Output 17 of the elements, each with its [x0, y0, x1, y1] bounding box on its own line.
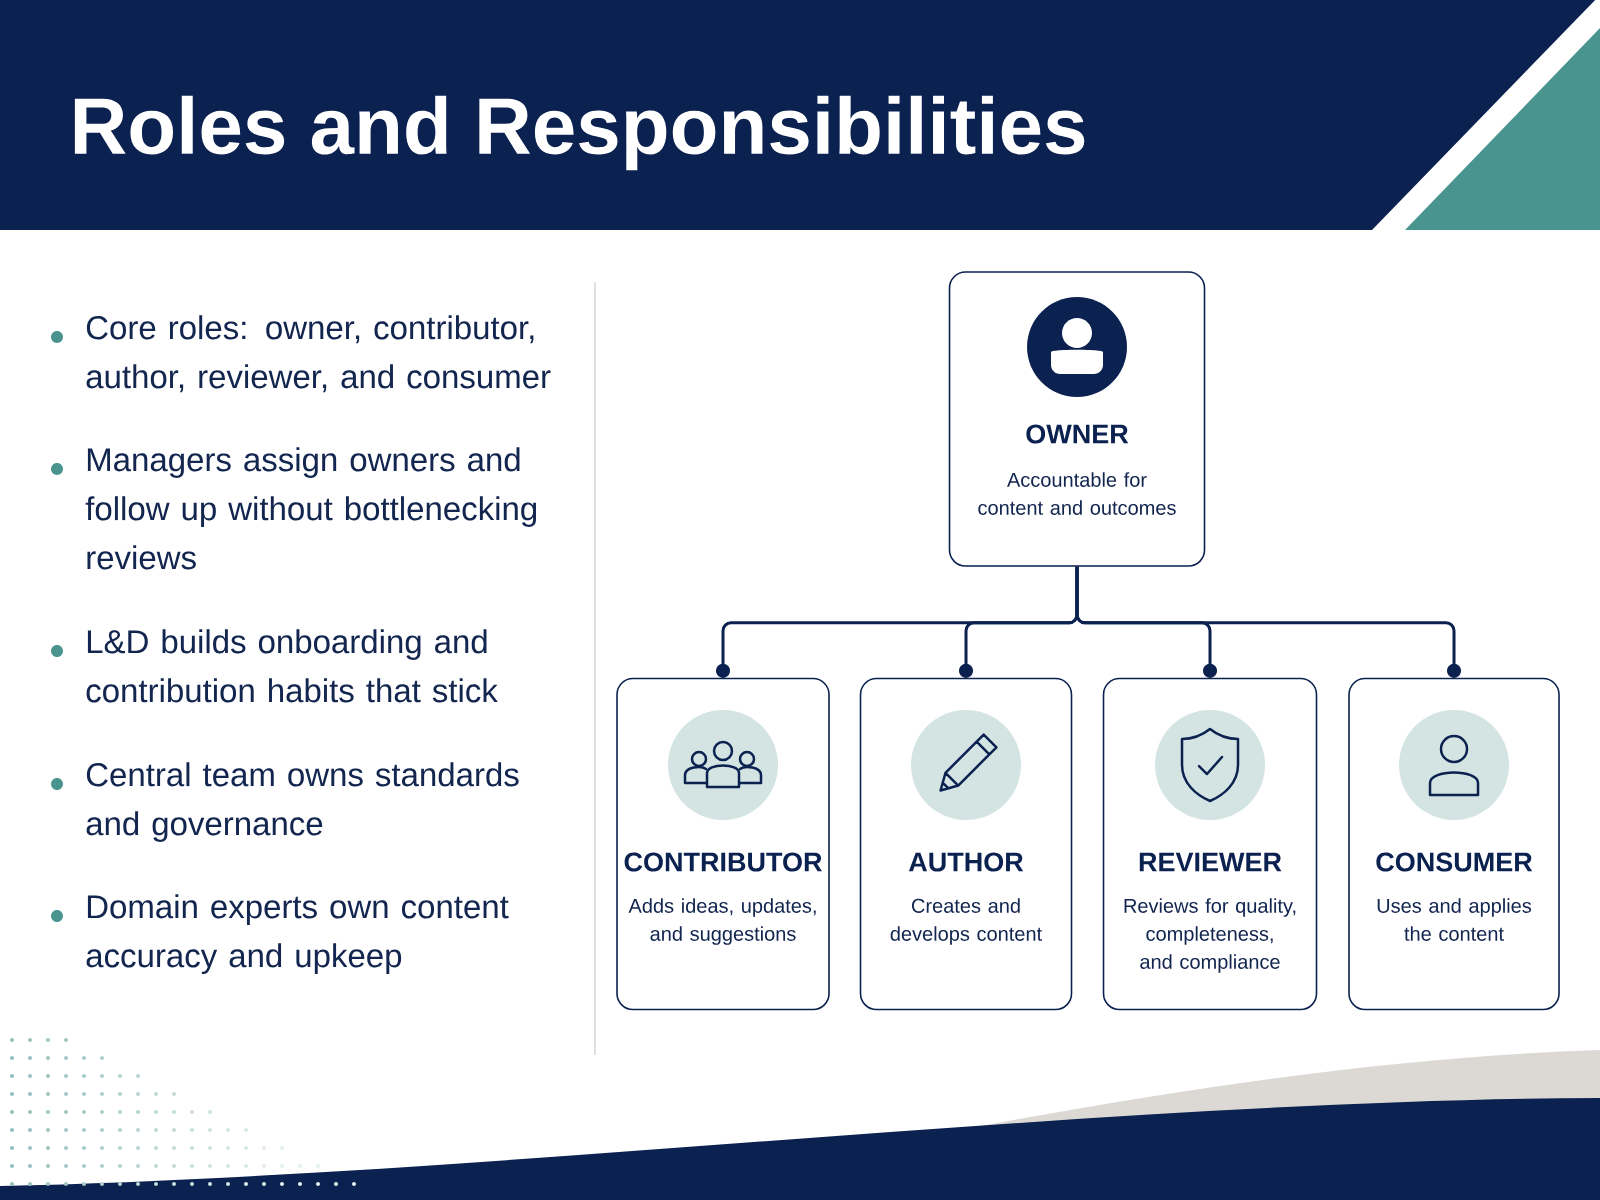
role-description: Creates and develops content: [890, 898, 1042, 945]
connector: [1075, 566, 1461, 678]
role-description: Accountable for content and outcomes: [978, 472, 1176, 515]
role-description: Adds ideas, updates, and suggestions: [628, 898, 816, 945]
bullet-text: Central team owns standards and governance: [86, 762, 519, 842]
role-description: Reviews for quality, completeness, and compliance: [1124, 898, 1296, 973]
bullet-text: Domain experts own content accuracy and upkeep: [86, 894, 509, 974]
role-title: REVIEWER: [1139, 852, 1282, 872]
role-title: AUTHOR: [908, 852, 1024, 872]
bullet-text: Core roles: owner, contributor, author, reviewer, and consumer: [86, 315, 551, 393]
bullet-text: L&D builds onboarding and contribution habits that stick: [86, 629, 498, 703]
bullet-text: Managers assign owners and follow up without bottlenecking reviews: [85, 447, 537, 570]
role-title: CONTRIBUTOR: [624, 852, 822, 872]
role-title: CONSUMER: [1376, 852, 1533, 872]
title: Roles and Responsibilities: [74, 95, 1085, 171]
role-description: Uses and applies the content: [1377, 898, 1532, 941]
role-title: OWNER: [1026, 424, 1129, 444]
